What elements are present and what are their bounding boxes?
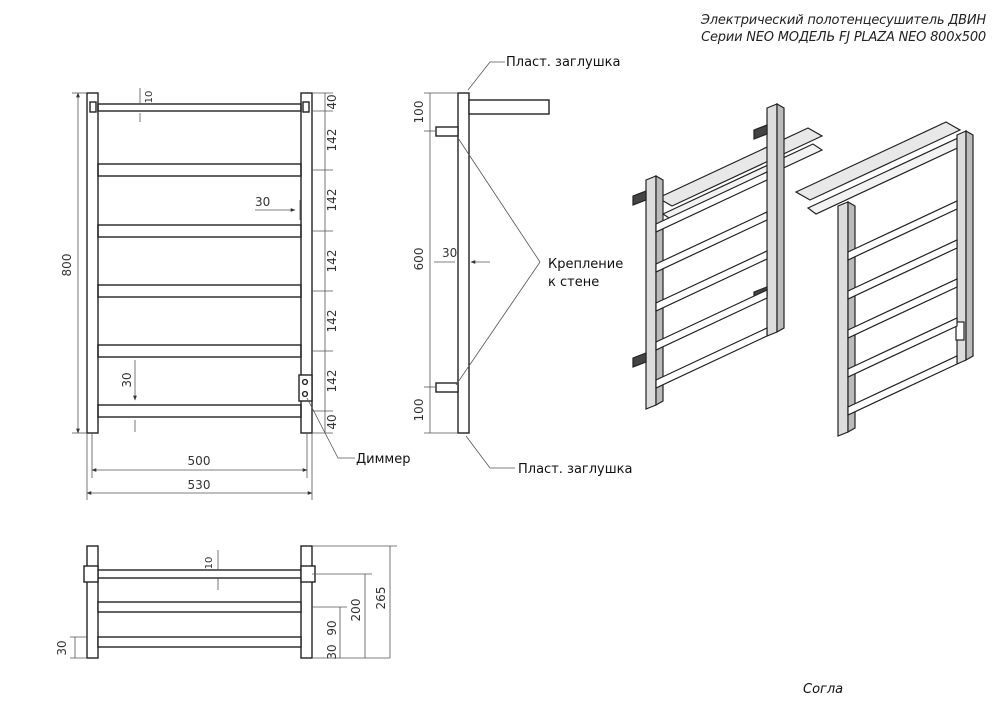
side-dim-bottom-offset: 100 — [412, 399, 426, 422]
top-dim-0: 90 — [325, 620, 339, 635]
front-view-dimensions — [72, 88, 355, 500]
top-dim-3: 265 — [374, 587, 388, 610]
dim-right-3: 142 — [325, 250, 339, 273]
callout-dimmer: Диммер — [356, 452, 410, 467]
callout-wall-mount-1: Крепление — [548, 257, 623, 272]
dim-overall-height: 800 — [60, 254, 74, 277]
dim-right-1: 142 — [325, 129, 339, 152]
side-dim-mount-span: 600 — [412, 248, 426, 271]
top-view — [83, 545, 316, 659]
dim-right-2: 142 — [325, 189, 339, 212]
front-view — [86, 92, 313, 434]
isometric-view-back — [632, 102, 824, 410]
title-line-2: Серии NEO МОДЕЛЬ FJ PLAZA NEO 800x500 — [701, 30, 986, 45]
approval-label: Согла — [803, 682, 843, 697]
callout-wall-mount-2: к стене — [548, 275, 599, 290]
dim-dimmer-gap: 30 — [120, 372, 134, 387]
dim-inner-width: 500 — [188, 454, 211, 468]
top-dim-bar-thickness: 10 — [204, 557, 215, 570]
dim-right-6: 40 — [325, 414, 339, 429]
dim-right-4: 142 — [325, 310, 339, 333]
top-view-dimensions — [70, 545, 397, 659]
dim-right-0: 40 — [325, 94, 339, 109]
dim-outer-width: 530 — [188, 478, 211, 492]
top-dim-1: 30 — [325, 644, 339, 659]
isometric-view-front — [794, 121, 974, 437]
dim-top-bar-thickness: 10 — [144, 91, 155, 104]
dim-rail-gap: 30 — [255, 195, 270, 209]
side-dim-depth: 30 — [442, 246, 457, 260]
side-view — [435, 92, 550, 434]
callout-plug-top: Пласт. заглушка — [506, 55, 620, 70]
top-dim-left-offset: 30 — [55, 640, 69, 655]
dim-right-5: 142 — [325, 370, 339, 393]
callout-plug-bottom: Пласт. заглушка — [518, 462, 632, 477]
side-dim-top-offset: 100 — [412, 101, 426, 124]
title-line-1: Электрический полотенцесушитель ДВИН — [700, 13, 986, 28]
side-view-dimensions — [424, 61, 541, 469]
top-dim-2: 200 — [349, 599, 363, 622]
